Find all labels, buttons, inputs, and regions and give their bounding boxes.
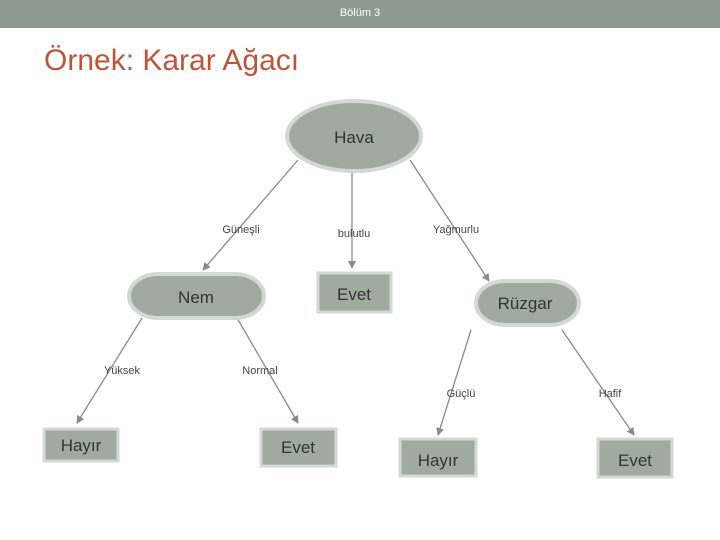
edge-label-bulutlu: bulutlu — [338, 228, 370, 240]
edge-label-hafif: Hafif — [599, 388, 623, 400]
edge-nem-hayir — [76, 317, 143, 424]
node-evet-bulutlu-label: Evet — [337, 285, 371, 304]
edge-nem-evet — [236, 317, 299, 424]
node-evet-nem-label: Evet — [281, 438, 315, 457]
node-evet-bulutlu: Evet — [316, 271, 393, 314]
node-hayir-nem: Hayır — [42, 427, 120, 463]
edge-label-gunesli: Güneşli — [222, 224, 259, 236]
node-nem: Nem — [127, 272, 266, 320]
node-nem-label: Nem — [178, 288, 214, 307]
chapter-label: Bölüm 3 — [339, 7, 381, 19]
header-bar: Bölüm 3 — [0, 0, 720, 28]
node-evet-ruzgar: Evet — [596, 437, 674, 479]
node-hayir-ruzgar: Hayır — [398, 437, 478, 478]
edge-label-guclu: Güçlü — [447, 388, 476, 400]
edge-ruzgar-hayir — [436, 329, 472, 436]
edge-label-yagmurlu: Yağmurlu — [433, 224, 479, 236]
node-ruzgar-label: Rüzgar — [498, 294, 553, 313]
edge-label-yuksek: Yüksek — [104, 365, 141, 377]
node-ruzgar: Rüzgar — [474, 279, 581, 327]
node-evet-ruzgar-label: Evet — [618, 451, 652, 470]
edge-hava-ruzgar — [409, 159, 490, 282]
node-hava-label: Hava — [334, 128, 374, 147]
edge-label-normal: Normal — [242, 365, 277, 377]
node-hayir-ruzgar-label: Hayır — [418, 451, 459, 470]
slide-title: Örnek: Karar Ağacı — [44, 44, 300, 77]
node-hayir-nem-label: Hayır — [61, 436, 102, 455]
edge-ruzgar-evet — [561, 329, 635, 436]
node-evet-nem: Evet — [259, 427, 338, 468]
edge-hava-nem — [202, 159, 299, 271]
node-hava: Hava — [285, 99, 423, 173]
